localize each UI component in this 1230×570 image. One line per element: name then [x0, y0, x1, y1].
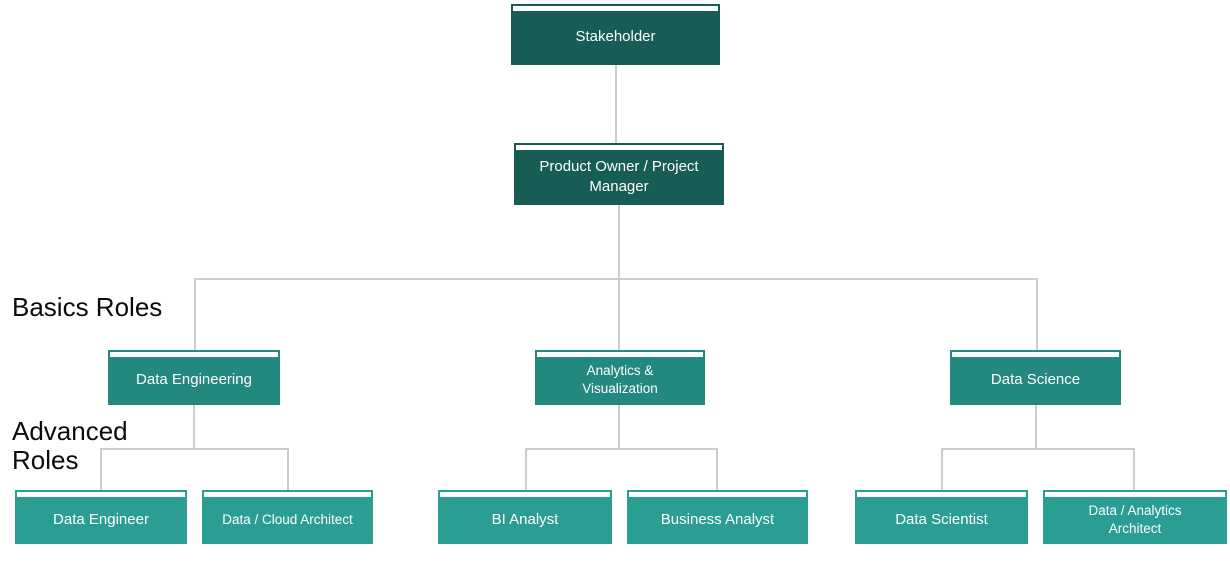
connector-drop-business-analyst	[716, 448, 718, 491]
connector-drop-data-engineering	[194, 278, 196, 351]
node-title-strip	[537, 352, 703, 357]
node-data-cloud-architect[interactable]: Data / Cloud Architect	[202, 490, 373, 544]
section-label-basics-roles: Basics Roles	[12, 292, 163, 322]
connector-sci-horizontal	[941, 448, 1135, 450]
node-title-strip	[110, 352, 278, 357]
node-label: Data Science	[990, 371, 1081, 389]
node-title-strip	[516, 145, 722, 150]
node-label: Analytics & Visualization	[582, 363, 658, 396]
node-business-analyst[interactable]: Business Analyst	[627, 490, 808, 544]
node-title-strip	[952, 352, 1119, 357]
node-data-analytics-architect[interactable]: Data / Analytics Architect	[1043, 490, 1227, 544]
connector-sci-down	[1035, 404, 1037, 449]
node-data-scientist[interactable]: Data Scientist	[855, 490, 1028, 544]
node-data-engineer[interactable]: Data Engineer	[15, 490, 187, 544]
node-label: Business Analyst	[660, 510, 775, 528]
connector-drop-cloud-architect	[287, 448, 289, 491]
node-analytics-visualization[interactable]: Analytics & Visualization	[535, 350, 705, 405]
node-title-strip	[629, 492, 806, 497]
node-data-science[interactable]: Data Science	[950, 350, 1121, 405]
section-label-advanced-roles: Advanced Roles	[12, 416, 128, 475]
node-label: Data / Cloud Architect	[222, 511, 353, 527]
node-title-strip	[440, 492, 610, 497]
connector-drop-data-engineer	[100, 448, 102, 491]
connector-drop-data-scientist	[941, 448, 943, 491]
connector-stakeholder-po	[615, 64, 617, 143]
node-title-strip	[204, 492, 371, 497]
node-label: Data Engineering	[136, 371, 252, 389]
node-bi-analyst[interactable]: BI Analyst	[438, 490, 612, 544]
node-label: Data Scientist	[895, 510, 988, 528]
node-title-strip	[17, 492, 185, 497]
node-data-engineering[interactable]: Data Engineering	[108, 350, 280, 405]
connector-eng-down	[193, 404, 195, 449]
connector-drop-bi-analyst	[525, 448, 527, 491]
node-stakeholder[interactable]: Stakeholder	[511, 4, 720, 65]
connector-eng-horizontal	[100, 448, 289, 450]
node-label: Data Engineer	[53, 510, 149, 528]
connector-ana-down	[618, 404, 620, 449]
node-label: BI Analyst	[491, 510, 559, 528]
node-title-strip	[513, 6, 718, 11]
connector-ana-horizontal	[525, 448, 718, 450]
node-label: Product Owner / Project Manager	[539, 158, 699, 195]
connector-drop-data-science	[1036, 278, 1038, 351]
connector-drop-analytics-architect	[1133, 448, 1135, 491]
node-product-owner[interactable]: Product Owner / Project Manager	[514, 143, 724, 205]
node-title-strip	[1045, 492, 1225, 497]
connector-po-down	[618, 204, 620, 280]
node-label: Data / Analytics Architect	[1088, 502, 1182, 536]
connector-drop-analytics	[618, 278, 620, 351]
node-label: Stakeholder	[575, 28, 656, 46]
connector-branch-horizontal	[194, 278, 1038, 280]
node-title-strip	[857, 492, 1026, 497]
